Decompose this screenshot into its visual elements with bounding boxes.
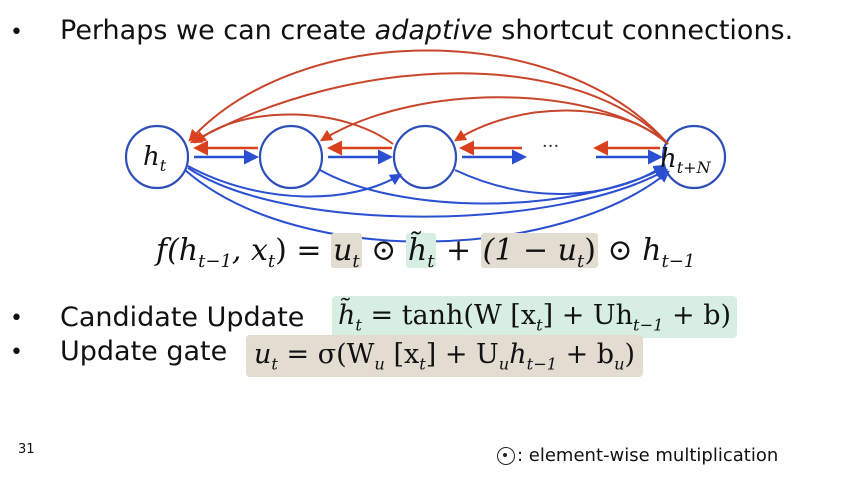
eq-htilde: h̃ [407,233,428,268]
gate-rhs-3: ] + U [425,339,499,370]
cand-rhs-sub1: t [536,315,543,335]
page-number: 31 [18,442,35,457]
eq-lhs-sub: t−1 [198,251,232,272]
cand-rhs: = tanh(W [x [361,300,537,331]
node-3 [392,124,458,190]
gate-rhs-4: h [509,339,527,370]
gate-rhs-5: + b [557,339,615,370]
red-curve-4 [453,109,669,145]
ellipsis: ··· [542,136,559,157]
eq-hprev-sub: t−1 [661,251,696,272]
intro-text-after: shortcut connections. [492,15,794,46]
intro-text-before: Perhaps we can create [60,15,375,46]
bullet: • [10,306,23,331]
intro-emphasis: adaptive [374,15,493,46]
candidate-equation: h̃t = tanh(W [xt] + Uht−1 + b) [332,296,738,339]
red-curve-5 [194,113,394,145]
red-curve-long [188,49,669,145]
eq-one-minus-sub: t [576,251,585,272]
cand-rhs-sub2: t−1 [633,315,664,335]
cand-rhs-2: ] + Uh [542,300,634,331]
footnote-text: : element-wise multiplication [517,445,779,466]
bullet: • [10,340,23,365]
eq-u-highlight: ut [331,233,362,272]
eq-odot-2: ⊙ [597,233,643,268]
cand-lhs: h̃ [338,300,356,331]
candidate-label: Candidate Update [60,302,305,333]
gate-rhs-sub5: u [614,354,625,374]
cand-rhs-3: + b) [663,300,732,331]
node-ht-n [661,124,727,190]
eq-lhs: f(h [156,233,199,268]
eq-one-minus: (1 − u [482,233,577,268]
gate-equation: ut = σ(Wu [xt] + Uuht−1 + bu) [246,335,644,378]
eq-odot-1: ⊙ [361,233,406,268]
eq-u: u [333,233,353,268]
odot-icon [497,446,515,465]
intro-line: Perhaps we can create adaptive shortcut … [60,17,793,44]
equation-main: f(ht−1, xt) = ut ⊙ h̃t + (1 − ut) ⊙ ht−1 [156,233,695,272]
gate-rhs-2: [x [384,339,420,370]
eq-htilde-highlight: h̃t [405,233,437,272]
red-curve-3 [319,96,669,145]
node-2 [258,124,324,190]
eq-lhs-close: ) = [275,233,332,268]
blue-curve-mid [187,167,669,218]
gate-lhs: u [254,339,272,370]
blue-curve-5 [454,164,667,195]
eq-lhs-rest: , x [231,233,268,268]
bullet: • [10,20,23,45]
eq-u-sub: t [352,251,360,272]
cand-lhs-sub: t [355,315,362,335]
blue-curve-3 [187,165,403,198]
gate-rhs: = σ(W [277,339,375,370]
eq-close: ) [584,233,596,268]
gate-rhs-sub1: u [374,354,385,374]
eq-plus: + [436,233,481,268]
blue-curve-4 [319,166,667,205]
node-label-ht-n: ht+N [660,144,712,177]
gate-rhs-sub4: t−1 [526,354,557,374]
gate-label: Update gate [60,336,228,367]
gate-lhs-sub: t [271,354,278,374]
gate-rhs-sub2: t [419,354,426,374]
gate-rhs-sub3: u [498,354,510,374]
red-curve-mid [189,72,669,145]
blue-curve-long [184,169,670,243]
eq-lhs-sub2: t [267,251,276,272]
gate-rhs-6: ) [624,339,636,370]
eq-hprev: h [642,233,662,268]
eq-oneminus-highlight: (1 − ut) [480,233,598,272]
footnote: : element-wise multiplication [497,445,778,466]
node-ht [124,124,190,190]
node-label-ht: ht [143,142,167,175]
eq-htilde-sub: t [427,251,435,272]
